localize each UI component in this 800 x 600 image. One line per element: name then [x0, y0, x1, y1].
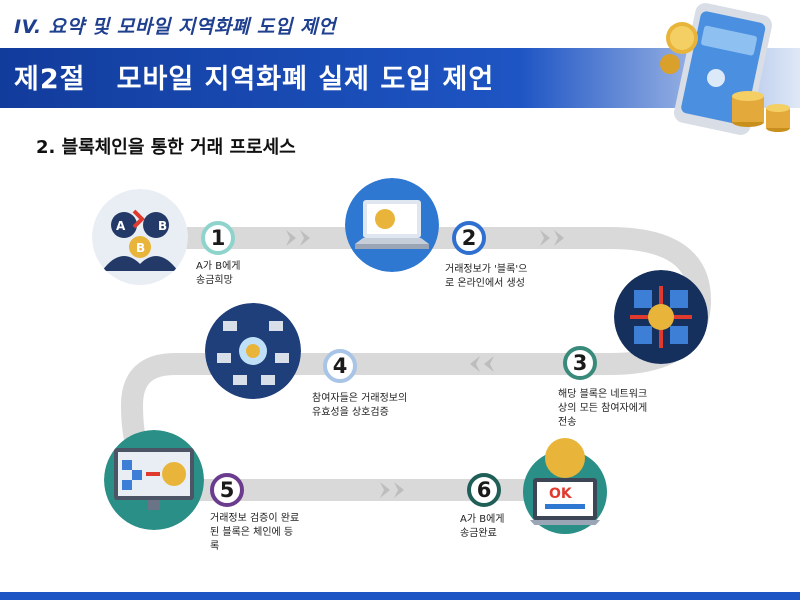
caption-line: 전송: [558, 417, 577, 428]
caption-line: 송금희망: [196, 275, 233, 286]
person-b-label: B: [158, 219, 167, 233]
banner-title: 제2절 모바일 지역화폐 실제 도입 제언: [14, 64, 495, 95]
caption-line: 된 블록은 체인에 등: [210, 527, 294, 538]
step-5-number: 5: [210, 473, 244, 507]
step-1-caption: A가 B에게 송금희망: [196, 260, 240, 288]
caption-line: A가 B에게: [196, 261, 241, 272]
caption-line: 거래정보 검증이 완료: [210, 513, 300, 524]
step-2-number: 2: [452, 221, 486, 255]
step-3-caption: 해당 블록은 네트워크 상의 모든 참여자에게 전송: [558, 388, 647, 430]
caption-line: 거래정보가 '블록'으: [445, 264, 528, 275]
caption-line: 유효성을 상호검증: [312, 407, 389, 418]
caption-line: 송금완료: [460, 528, 497, 539]
section-title: 2. 블록체인을 통한 거래 프로세스: [36, 137, 296, 158]
caption-line: 해당 블록은 네트워크: [558, 389, 648, 400]
step-3-number: 3: [563, 346, 597, 380]
svg-text:B: B: [136, 241, 145, 255]
caption-line: A가 B에게: [460, 514, 505, 525]
caption-line: 로 온라인에서 생성: [445, 278, 525, 289]
step-1-number: 1: [201, 221, 235, 255]
caption-line: 참여자들은 거래정보의: [312, 393, 408, 404]
step-6-number: 6: [467, 473, 501, 507]
monitor-blocks-illustration: [104, 430, 204, 530]
laptop-illustration: [345, 178, 439, 272]
step-5-caption: 거래정보 검증이 완료 된 블록은 체인에 등 록: [210, 512, 299, 554]
caption-line: 상의 모든 참여자에게: [558, 403, 648, 414]
ok-label: OK: [549, 486, 573, 502]
step-4-number: 4: [323, 349, 357, 383]
people-exchange-illustration: A B B: [92, 189, 188, 285]
ok-laptop-illustration: OK: [523, 438, 607, 534]
peer-computers-illustration: [205, 303, 301, 399]
title-banner: 제2절 모바일 지역화폐 실제 도입 제언: [0, 48, 800, 108]
network-puzzle-illustration: [614, 270, 708, 364]
caption-line: 록: [210, 541, 220, 552]
step-2-caption: 거래정보가 '블록'으 로 온라인에서 생성: [445, 263, 527, 291]
step-6-caption: A가 B에게 송금완료: [460, 513, 504, 541]
step-4-caption: 참여자들은 거래정보의 유효성을 상호검증: [312, 392, 407, 420]
chapter-heading: IV. 요약 및 모바일 지역화폐 도입 제언: [14, 16, 336, 38]
bottom-bar: [0, 592, 800, 600]
person-a-label: A: [116, 219, 126, 233]
phone-coins-illustration: [660, 3, 790, 135]
